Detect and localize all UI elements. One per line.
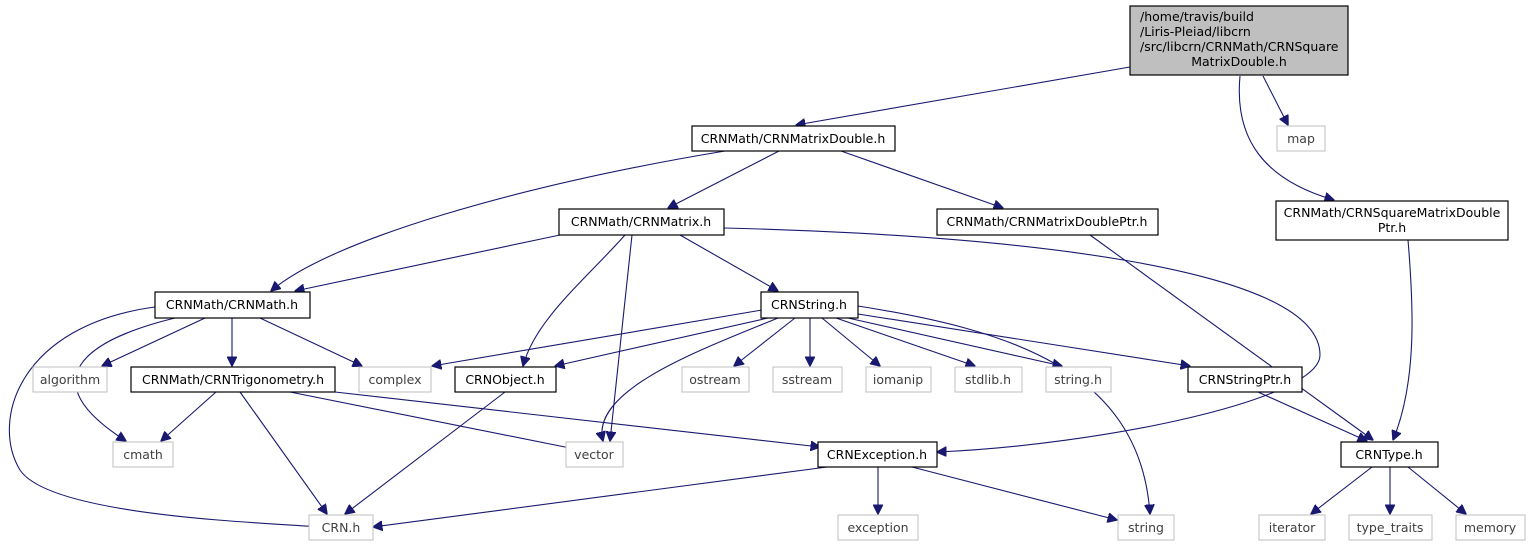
node-label: CRNString.h	[771, 297, 847, 312]
node-label: CRNMath/CRNMatrixDoublePtr.h	[947, 214, 1148, 229]
edge-crnstring-crnstringptr	[857, 313, 1190, 366]
node-label: CRNMath/CRNMatrixDouble.h	[701, 131, 886, 146]
edge-crntrigonometry-cmath	[161, 391, 217, 441]
node-label: iomanip	[873, 372, 923, 387]
node-cmath: cmath	[112, 441, 174, 468]
edge-root-crnmatrixdouble	[796, 66, 1131, 125]
node-label: string	[1128, 520, 1164, 535]
node-label: /Liris-Pleiad/libcrn	[1140, 24, 1251, 39]
node-crnmatrixdouble[interactable]: CRNMath/CRNMatrixDouble.h	[691, 125, 896, 152]
edge-crnstring-string	[857, 305, 1150, 514]
node-label: complex	[369, 372, 422, 387]
node-crntrigonometry[interactable]: CRNMath/CRNTrigonometry.h	[130, 366, 336, 393]
edge-crntrigonometry-vector	[289, 391, 580, 450]
edge-root-map	[1262, 75, 1288, 125]
node-string: string	[1117, 514, 1175, 541]
node-crnmatrix[interactable]: CRNMath/CRNMatrix.h	[558, 208, 725, 236]
node-label: algorithm	[40, 372, 100, 387]
node-crnmath[interactable]: CRNMath/CRNMath.h	[154, 291, 311, 319]
node-crnobject[interactable]: CRNObject.h	[454, 366, 557, 393]
edge-crnmatrix-crnobject	[523, 234, 626, 366]
node-label: sstream	[782, 372, 832, 387]
node-label: CRNException.h	[827, 447, 927, 462]
edge-crnmatrix-crnexception	[723, 227, 1321, 452]
node-sstream: sstream	[772, 366, 843, 393]
node-label: CRNObject.h	[465, 372, 544, 387]
node-crnmatrixdoubleptr[interactable]: CRNMath/CRNMatrixDoublePtr.h	[936, 208, 1159, 236]
edge-crntrigonometry-crnexception	[334, 391, 820, 447]
node-crnstringptr[interactable]: CRNStringPtr.h	[1187, 366, 1303, 393]
edge-crnsquarematrixdoubleptr-crntype	[1393, 239, 1413, 440]
node-memory: memory	[1455, 514, 1526, 541]
edge-crnmatrixdouble-crnmatrix	[668, 150, 780, 208]
edge-crnstring-stdlib	[835, 317, 975, 366]
node-iomanip: iomanip	[865, 366, 932, 393]
edge-crnexception-crn	[373, 466, 828, 527]
edge-crnexception-string	[911, 466, 1117, 520]
node-exception: exception	[837, 514, 919, 541]
edge-crntype-iterator	[1311, 466, 1373, 514]
node-label: iterator	[1269, 520, 1316, 535]
edge-crnstringptr-crntype	[1257, 391, 1367, 441]
node-label: vector	[574, 447, 615, 462]
node-label: /home/travis/build	[1140, 9, 1254, 24]
edge-crntype-memory	[1407, 466, 1466, 514]
node-type-traits: type_traits	[1348, 514, 1433, 541]
node-label: exception	[847, 520, 908, 535]
node-crnsquarematrixdoubleptr[interactable]: CRNMath/CRNSquareMatrixDouble Ptr.h	[1275, 200, 1509, 241]
edge-crnmath-algorithm	[102, 317, 206, 366]
edge-crnstring-iomanip	[821, 317, 880, 366]
edge-crnstring-ostream	[734, 317, 796, 366]
nodes: /home/travis/build /Liris-Pleiad/libcrn …	[32, 5, 1526, 541]
node-label: CRNMath/CRNMath.h	[166, 297, 298, 312]
node-label: Ptr.h	[1378, 220, 1406, 235]
node-label: type_traits	[1357, 520, 1424, 535]
node-iterator: iterator	[1258, 514, 1326, 541]
node-label: stdlib.h	[965, 372, 1011, 387]
edge-crnmatrix-crnmath	[295, 234, 561, 291]
edge-root-crnsquarematrixdoubleptr	[1238, 75, 1334, 200]
node-label: CRN.h	[322, 520, 361, 535]
node-crnexception[interactable]: CRNException.h	[817, 441, 938, 468]
edge-crnmatrixdouble-crnmath	[271, 150, 726, 291]
node-ostream: ostream	[681, 366, 750, 393]
node-label: MatrixDouble.h	[1191, 54, 1287, 69]
node-crnstring[interactable]: CRNString.h	[760, 291, 859, 319]
edge-crnmath-crn	[8, 306, 320, 527]
edge-crnmatrix-crnstring	[679, 234, 778, 291]
node-crn: CRN.h	[308, 514, 374, 541]
node-label: memory	[1464, 520, 1517, 535]
node-label: /src/libcrn/CRNMath/CRNSquare	[1140, 39, 1339, 54]
node-stdlib: stdlib.h	[954, 366, 1023, 393]
edge-crntrigonometry-crn	[239, 391, 327, 514]
node-vector: vector	[565, 441, 624, 468]
node-label: CRNMath/CRNSquareMatrixDouble	[1284, 205, 1501, 220]
edge-crnobject-crn	[345, 391, 506, 514]
node-label: CRNStringPtr.h	[1199, 372, 1291, 387]
edge-crnstring-string_h	[847, 317, 1062, 366]
node-label: map	[1287, 131, 1315, 146]
edge-crnmatrixdoubleptr-crntype	[1089, 234, 1373, 440]
node-label: CRNMath/CRNMatrix.h	[571, 214, 711, 229]
edge-crnmatrix-vector	[610, 234, 633, 441]
edge-crnmath-cmath	[75, 317, 176, 441]
edge-crnstring-complex	[432, 309, 763, 366]
edge-crnmath-complex	[259, 317, 362, 366]
node-root-file[interactable]: /home/travis/build /Liris-Pleiad/libcrn …	[1129, 5, 1349, 76]
node-crntype[interactable]: CRNType.h	[1340, 441, 1439, 468]
edge-crnmatrixdouble-crnmatrixdoubleptr	[840, 150, 1003, 208]
node-label: CRNType.h	[1355, 447, 1422, 462]
node-label: ostream	[689, 372, 740, 387]
node-label: cmath	[123, 447, 163, 462]
node-algorithm: algorithm	[32, 366, 108, 393]
node-string-h: string.h	[1045, 366, 1112, 393]
node-label: string.h	[1054, 372, 1102, 387]
edges	[8, 66, 1466, 527]
node-complex: complex	[358, 366, 432, 393]
node-label: CRNMath/CRNTrigonometry.h	[142, 372, 324, 387]
node-map: map	[1276, 125, 1326, 152]
edge-crnstring-crnobject	[555, 317, 769, 366]
